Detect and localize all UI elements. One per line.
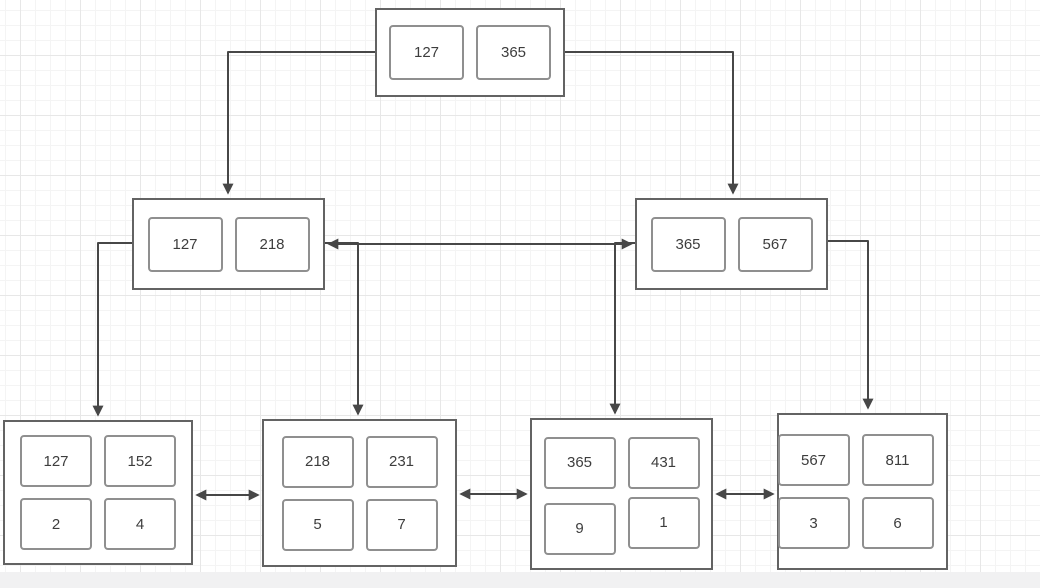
value-cell[interactable]: 7 [365, 498, 438, 551]
root-node[interactable]: 127 365 [375, 8, 565, 97]
key-cell[interactable]: 218 [234, 216, 310, 272]
key-cell[interactable]: 365 [650, 216, 726, 272]
value-cell[interactable]: 3 [777, 497, 850, 549]
leaf-node-3[interactable]: 365 431 9 1 [530, 418, 713, 570]
key-cell[interactable]: 567 [737, 216, 813, 272]
value-cell[interactable]: 6 [861, 497, 934, 549]
canvas-bottom-edge [0, 572, 1040, 588]
key-cell[interactable]: 231 [365, 435, 438, 488]
value-cell[interactable]: 9 [543, 502, 616, 555]
key-cell[interactable]: 127 [389, 25, 464, 80]
key-cell[interactable]: 567 [777, 434, 850, 486]
leaf-node-1[interactable]: 127 152 2 4 [3, 420, 193, 565]
internal-node-left[interactable]: 127 218 [132, 198, 325, 290]
value-cell[interactable]: 1 [627, 496, 700, 549]
edge-internal-right-to-leaf-3[interactable] [609, 242, 635, 415]
key-cell[interactable]: 152 [104, 435, 176, 487]
key-cell[interactable]: 365 [476, 25, 551, 80]
key-cell[interactable]: 127 [147, 216, 223, 272]
edge-internal-left-to-leaf-1[interactable] [92, 242, 132, 417]
leaf-node-4[interactable]: 567 811 3 6 [777, 413, 948, 570]
key-cell[interactable]: 365 [543, 436, 616, 489]
value-cell[interactable]: 5 [281, 498, 354, 551]
value-cell[interactable]: 2 [20, 498, 92, 550]
key-cell[interactable]: 218 [281, 435, 354, 488]
key-cell[interactable]: 431 [627, 436, 700, 489]
key-cell[interactable]: 127 [20, 435, 92, 487]
edge-internal-left-to-leaf-2[interactable] [325, 242, 364, 416]
value-cell[interactable]: 4 [104, 498, 176, 550]
edge-internal-right-to-leaf-4[interactable] [828, 240, 874, 410]
key-cell[interactable]: 811 [861, 434, 934, 486]
leaf-node-2[interactable]: 218 231 5 7 [262, 419, 457, 567]
edge-root-to-internal-left[interactable] [222, 51, 375, 195]
edge-root-to-internal-right[interactable] [565, 51, 739, 195]
internal-node-right[interactable]: 365 567 [635, 198, 828, 290]
